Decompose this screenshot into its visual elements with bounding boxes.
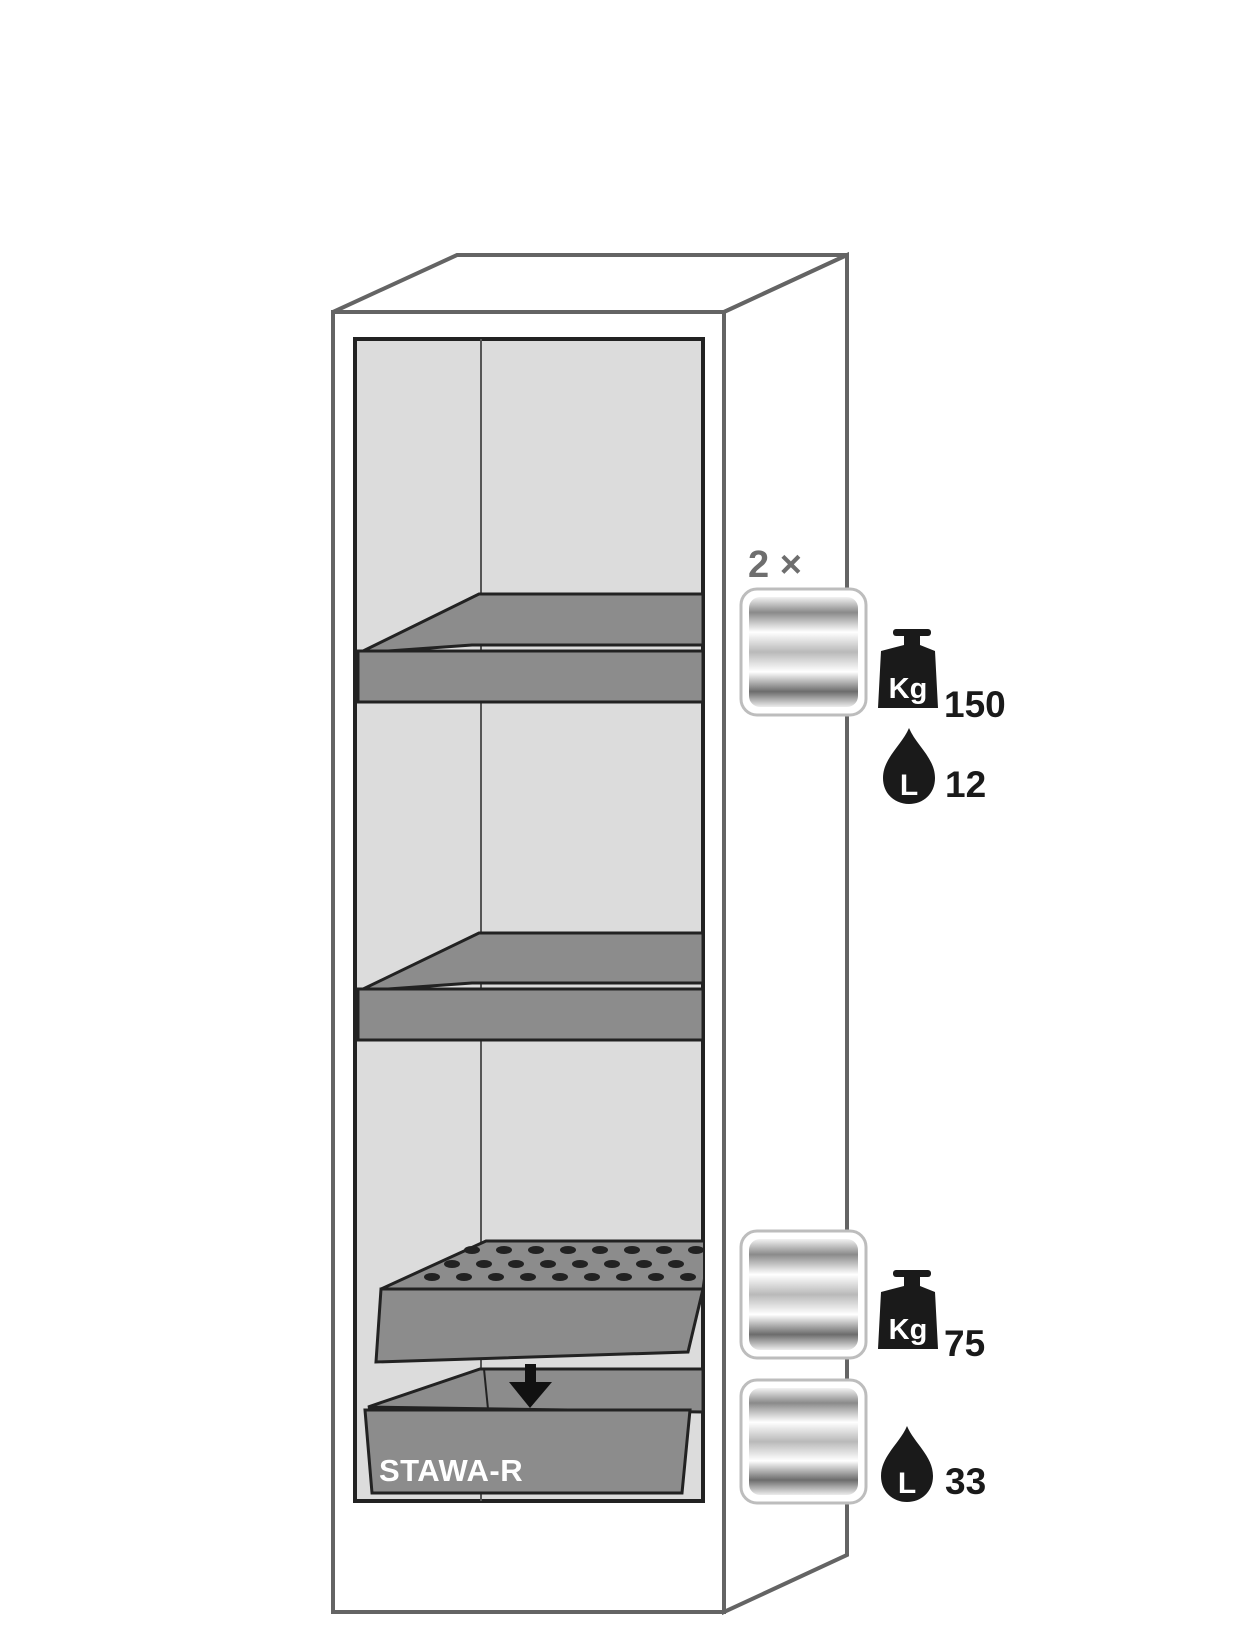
l-label: L [898, 1467, 916, 1500]
upper-shelf-indicator: 2 × Kg 150 L 12 [739, 544, 1006, 805]
hole [592, 1246, 608, 1254]
sump-front [363, 1408, 692, 1495]
hole [464, 1246, 480, 1254]
shelf-middle [356, 931, 703, 1042]
arrow-down-icon [509, 1364, 552, 1408]
hole [508, 1260, 524, 1268]
shelf-upper [356, 592, 703, 704]
liquid-drop-icon: L [883, 728, 935, 804]
insert-holes [424, 1246, 703, 1281]
hole [616, 1273, 632, 1281]
hole [584, 1273, 600, 1281]
upper-load-value: 150 [944, 684, 1006, 725]
hole [476, 1260, 492, 1268]
hole [648, 1273, 664, 1281]
lower-load-indicator: Kg 75 [739, 1229, 985, 1364]
perforated-insert [374, 1239, 703, 1364]
hole [688, 1246, 703, 1254]
shelf-middle-front [356, 987, 703, 1042]
hole [572, 1260, 588, 1268]
hole [680, 1273, 696, 1281]
liquid-drop-icon: L [881, 1426, 933, 1502]
hole [636, 1260, 652, 1268]
hole [488, 1273, 504, 1281]
shelf-upper-tray [358, 592, 703, 655]
lower-volume-value: 33 [945, 1461, 986, 1502]
hole [604, 1260, 620, 1268]
upper-volume-value: 12 [945, 764, 986, 805]
kg-label: Kg [889, 1314, 928, 1346]
weight-kg-icon: Kg [878, 1270, 938, 1349]
hole [656, 1246, 672, 1254]
hole [668, 1260, 684, 1268]
hole [560, 1246, 576, 1254]
shelf-multiplier: 2 × [748, 544, 802, 586]
hole [624, 1246, 640, 1254]
insert-front [374, 1287, 703, 1364]
shelf-tile-icon [739, 1378, 868, 1505]
kg-label: Kg [889, 673, 928, 705]
sump-back-edge [483, 1368, 489, 1410]
shelf-upper-front [356, 649, 703, 704]
lower-load-value: 75 [944, 1323, 985, 1364]
hole [444, 1260, 460, 1268]
shelf-middle-tray [358, 931, 703, 993]
hole [456, 1273, 472, 1281]
hole [552, 1273, 568, 1281]
hole [496, 1246, 512, 1254]
hole [520, 1273, 536, 1281]
lower-volume-indicator: L 33 [739, 1378, 986, 1505]
hole [424, 1273, 440, 1281]
weight-kg-icon: Kg [878, 629, 938, 708]
product-label: STAWA-R [379, 1453, 523, 1488]
cabinet-interior-details [356, 339, 703, 1501]
shelf-tile-icon [739, 587, 868, 717]
shelf-tile-icon [739, 1229, 868, 1360]
hole [528, 1246, 544, 1254]
l-label: L [900, 769, 918, 802]
hole [540, 1260, 556, 1268]
